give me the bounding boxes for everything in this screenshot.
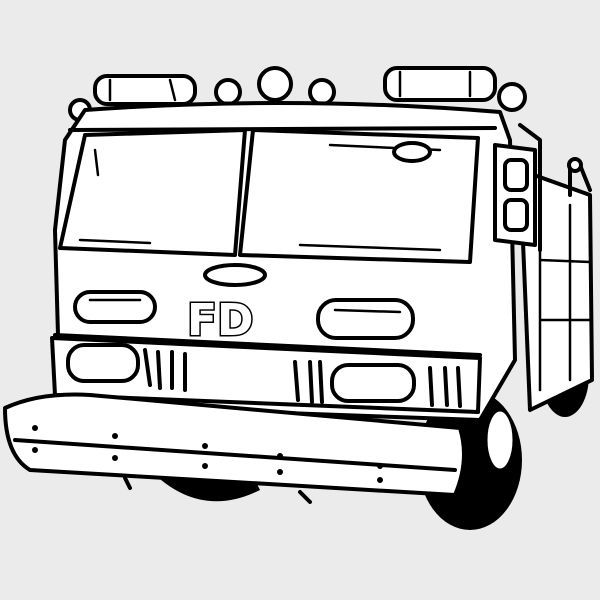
front-bumper [3,392,466,504]
cab: FD [50,100,542,422]
windshield-left [58,128,247,257]
fd-emblem: FD [187,295,254,346]
headlight-left [66,343,140,383]
windshield-right [238,128,480,264]
roof-lights [68,66,527,122]
headlight-right [330,363,416,403]
